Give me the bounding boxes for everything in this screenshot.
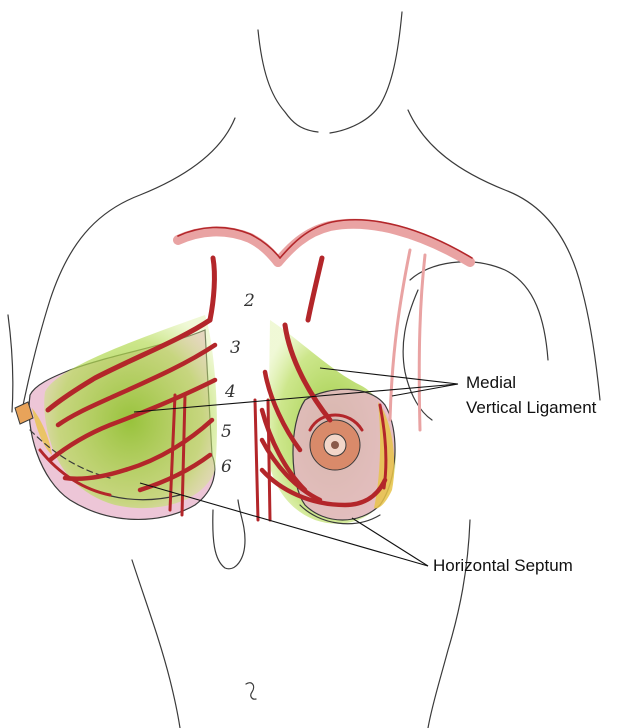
right-internal-mammary [308,258,322,320]
left-breast [15,315,217,519]
rib-number-3: 3 [230,338,241,358]
right-intercostal-b [268,400,270,520]
right-subclavian [278,224,470,262]
right-lateral-vessel [419,255,425,430]
rib-number-4: 4 [224,382,236,402]
right-arm-inner [410,262,548,360]
right-waist [428,520,470,728]
right-shoulder [408,110,600,400]
xiphoid [213,500,245,569]
neck-right [330,12,402,133]
label-medial: Medial [466,372,516,394]
navel [246,683,256,699]
right-intercostal-a [255,400,258,520]
right-axilla [403,290,432,420]
leader-medial-right [392,384,458,396]
rib-number-5: 5 [221,422,232,442]
rib-numbers: 2 3 4 5 6 [221,291,255,477]
left-internal-mammary [210,258,214,320]
right-nipple-inner [331,441,339,449]
left-arm [8,315,13,412]
leader-horizontal-right [352,518,428,566]
rib-number-6: 6 [221,457,232,477]
label-horizontal-septum: Horizontal Septum [433,555,573,577]
rib-number-2: 2 [243,291,255,311]
label-vertical-ligament: Vertical Ligament [466,397,596,419]
left-subclavian [178,231,278,262]
left-waist [132,560,180,728]
neck-left [258,30,318,132]
